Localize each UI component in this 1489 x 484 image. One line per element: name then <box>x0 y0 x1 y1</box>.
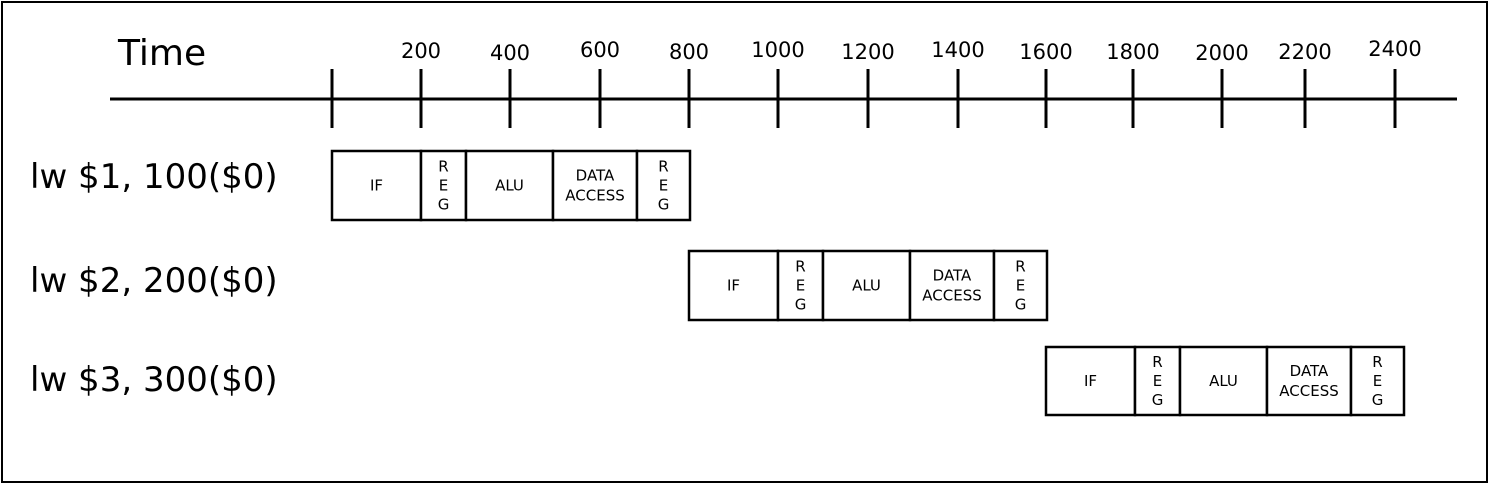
tick-label: 1400 <box>931 38 984 62</box>
stage-label: R <box>658 158 668 176</box>
instruction-label: lw $1, 100($0) <box>30 157 278 197</box>
tick-label: 1800 <box>1106 40 1159 64</box>
stage-label: G <box>1015 296 1027 314</box>
tick-label: 400 <box>490 41 530 65</box>
stage-box <box>635 149 692 222</box>
stage-label: ALU <box>1209 372 1238 390</box>
stage-label: DATA <box>1290 362 1329 380</box>
stage-box <box>1133 345 1182 417</box>
tick-label: 200 <box>401 39 441 63</box>
stage-label: ACCESS <box>565 187 624 205</box>
stage-box <box>908 249 996 322</box>
stage-label: R <box>1372 353 1382 371</box>
stage-label: E <box>1153 372 1162 390</box>
stage-label: R <box>1152 353 1162 371</box>
stage-label: G <box>438 196 450 214</box>
stage-box <box>1265 345 1353 417</box>
stage-box <box>1178 345 1269 417</box>
stage-label: E <box>659 177 668 195</box>
stage-label: G <box>795 296 807 314</box>
stage-label: IF <box>1084 372 1097 390</box>
stage-box <box>687 249 780 322</box>
time-axis-label: Time <box>117 33 206 74</box>
stage-box <box>1349 345 1406 417</box>
tick-label: 2400 <box>1368 37 1421 61</box>
tick-label: 1600 <box>1019 40 1072 64</box>
stage-label: ACCESS <box>1279 382 1338 400</box>
tick-label: 1200 <box>841 40 894 64</box>
stage-label: DATA <box>933 267 972 285</box>
stage-box <box>992 249 1049 322</box>
stage-box <box>1044 345 1137 417</box>
stage-label: DATA <box>576 167 615 185</box>
stage-label: IF <box>370 177 383 195</box>
stage-label: R <box>1015 258 1025 276</box>
stage-label: G <box>658 196 670 214</box>
stage-label: E <box>796 277 805 295</box>
instruction-label: lw $3, 300($0) <box>30 360 278 400</box>
stage-label: G <box>1372 391 1384 409</box>
stage-label: E <box>1016 277 1025 295</box>
stage-box <box>551 149 639 222</box>
stage-label: E <box>1373 372 1382 390</box>
time-axis-ticks: 200 400 600 800 1000 1200 1400 1600 1800 2000 2200… <box>330 37 1422 128</box>
tick-label: 600 <box>580 38 620 62</box>
stage-label: G <box>1152 391 1164 409</box>
stage-label: ALU <box>852 277 881 295</box>
stage-label: IF <box>727 277 740 295</box>
tick-label: 1000 <box>751 38 804 62</box>
stage-label: R <box>795 258 805 276</box>
tick-label: 2000 <box>1195 41 1248 65</box>
stage-box <box>821 249 912 322</box>
stage-label: E <box>439 177 448 195</box>
instruction-label: lw $2, 200($0) <box>30 261 278 301</box>
stage-label: R <box>438 158 448 176</box>
tick-label: 2200 <box>1278 40 1331 64</box>
tick-label: 800 <box>669 40 709 64</box>
stage-label: ACCESS <box>922 287 981 305</box>
stage-label: ALU <box>495 177 524 195</box>
